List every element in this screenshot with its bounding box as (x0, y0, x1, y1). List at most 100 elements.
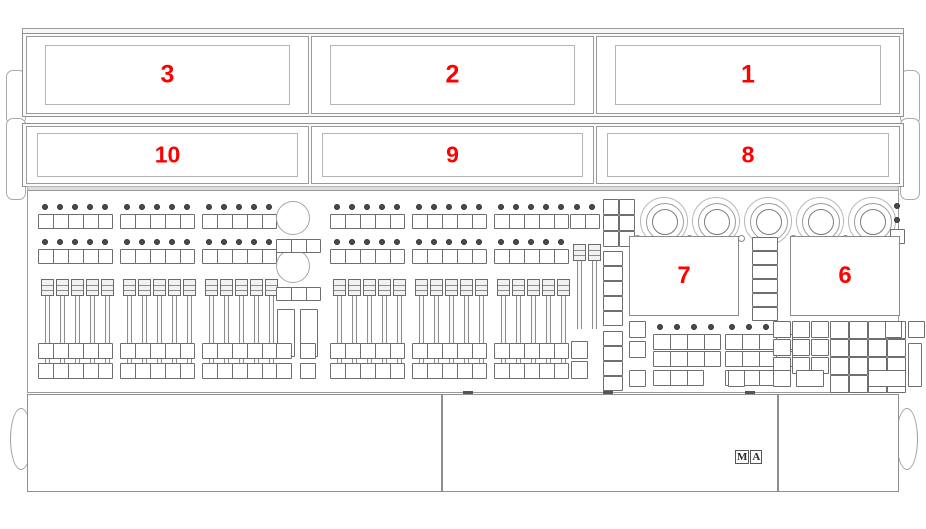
side-key[interactable] (885, 321, 902, 338)
fader-cap[interactable] (430, 279, 443, 296)
enter-key[interactable] (908, 321, 925, 338)
fader-cap[interactable] (250, 279, 263, 296)
fader-track[interactable] (142, 286, 147, 364)
display-side-button[interactable] (752, 251, 778, 265)
tall-key[interactable] (908, 343, 922, 387)
fader-cap[interactable] (393, 279, 406, 296)
square-button[interactable] (276, 343, 292, 359)
fader-cap[interactable] (445, 279, 458, 296)
fader-cap[interactable] (123, 279, 136, 296)
fader-track[interactable] (105, 286, 110, 364)
numeric-key[interactable] (849, 357, 868, 375)
fader-cap[interactable] (542, 279, 555, 296)
display-side-button[interactable] (752, 307, 778, 321)
column-button[interactable] (603, 266, 623, 281)
bottom-button-row[interactable] (202, 363, 277, 379)
fader-cap[interactable] (378, 279, 391, 296)
grid-button[interactable] (619, 215, 635, 231)
button-row-frame[interactable] (120, 214, 195, 229)
numeric-key[interactable] (830, 375, 849, 393)
wheel-button-triplet[interactable] (276, 239, 321, 253)
column-button[interactable] (603, 296, 623, 311)
fader-cap[interactable] (415, 279, 428, 296)
button-row-frame[interactable] (120, 249, 195, 264)
screen-panel-2[interactable]: 2 (311, 36, 594, 114)
button-row-frame[interactable] (202, 214, 277, 229)
fader-track[interactable] (45, 286, 50, 364)
grid-button[interactable] (603, 199, 619, 215)
button-row-frame[interactable] (202, 249, 277, 264)
fader-track[interactable] (397, 286, 402, 364)
fader-track[interactable] (337, 286, 342, 364)
fader-track[interactable] (90, 286, 95, 364)
fader-cap[interactable] (363, 279, 376, 296)
fader-track[interactable] (352, 286, 357, 364)
fader-cap[interactable] (86, 279, 99, 296)
executive-button-row[interactable] (653, 370, 704, 386)
fader-cap[interactable] (183, 279, 196, 296)
encoder-wheel[interactable] (744, 197, 792, 245)
numeric-key[interactable] (830, 321, 849, 339)
square-button[interactable] (571, 361, 588, 379)
screen-panel-8[interactable]: 8 (596, 126, 900, 184)
fader-track[interactable] (516, 286, 521, 364)
fader-track[interactable] (419, 286, 424, 364)
fader-cap[interactable] (557, 279, 570, 296)
fader-cap[interactable] (333, 279, 346, 296)
fader-track[interactable] (127, 286, 132, 364)
fader-track[interactable] (531, 286, 536, 364)
wheel-button-triplet[interactable] (276, 287, 321, 301)
display-side-button[interactable] (752, 279, 778, 293)
fader-cap[interactable] (588, 244, 601, 261)
fader-track[interactable] (209, 286, 214, 364)
fader-cap[interactable] (460, 279, 473, 296)
square-button[interactable] (629, 341, 646, 358)
bottom-button-row[interactable] (38, 343, 113, 359)
square-button[interactable] (629, 370, 646, 387)
fader-track[interactable] (464, 286, 469, 364)
fader-cap[interactable] (220, 279, 233, 296)
button-row-frame[interactable] (412, 249, 487, 264)
fader-track[interactable] (577, 251, 582, 329)
display-panel-6[interactable]: 6 (790, 236, 900, 316)
bottom-button-row[interactable] (202, 343, 277, 359)
bottom-button-row[interactable] (412, 363, 487, 379)
screen-panel-10[interactable]: 10 (26, 126, 309, 184)
fader-cap[interactable] (348, 279, 361, 296)
fader-track[interactable] (75, 286, 80, 364)
fader-track[interactable] (382, 286, 387, 364)
fader-track[interactable] (254, 286, 259, 364)
bottom-button-row[interactable] (120, 363, 195, 379)
bottom-button-row[interactable] (412, 343, 487, 359)
button-row-frame[interactable] (494, 249, 569, 264)
fader-cap[interactable] (41, 279, 54, 296)
square-button[interactable] (629, 321, 646, 338)
column-button[interactable] (603, 251, 623, 266)
screen-panel-3[interactable]: 3 (26, 36, 309, 114)
column-button[interactable] (603, 361, 623, 376)
fader-track[interactable] (501, 286, 506, 364)
fader-track[interactable] (561, 286, 566, 364)
numeric-key[interactable] (830, 339, 849, 357)
bottom-button-row[interactable] (330, 363, 405, 379)
numeric-key[interactable] (849, 321, 868, 339)
column-button[interactable] (603, 346, 623, 361)
display-side-button[interactable] (752, 293, 778, 307)
column-button[interactable] (603, 281, 623, 296)
fader-cap[interactable] (512, 279, 525, 296)
function-key[interactable] (792, 339, 810, 356)
fader-track[interactable] (224, 286, 229, 364)
fader-track[interactable] (172, 286, 177, 364)
column-button[interactable] (603, 311, 623, 326)
grid-button[interactable] (619, 199, 635, 215)
fader-cap[interactable] (56, 279, 69, 296)
playback-wheel-upper[interactable] (276, 201, 310, 235)
function-key[interactable] (792, 321, 810, 338)
fader-cap[interactable] (71, 279, 84, 296)
fader-cap[interactable] (205, 279, 218, 296)
fader-cap[interactable] (475, 279, 488, 296)
grid-button[interactable] (603, 215, 619, 231)
numeric-key[interactable] (887, 339, 906, 357)
square-button[interactable] (276, 363, 292, 379)
bottom-button-row[interactable] (120, 343, 195, 359)
